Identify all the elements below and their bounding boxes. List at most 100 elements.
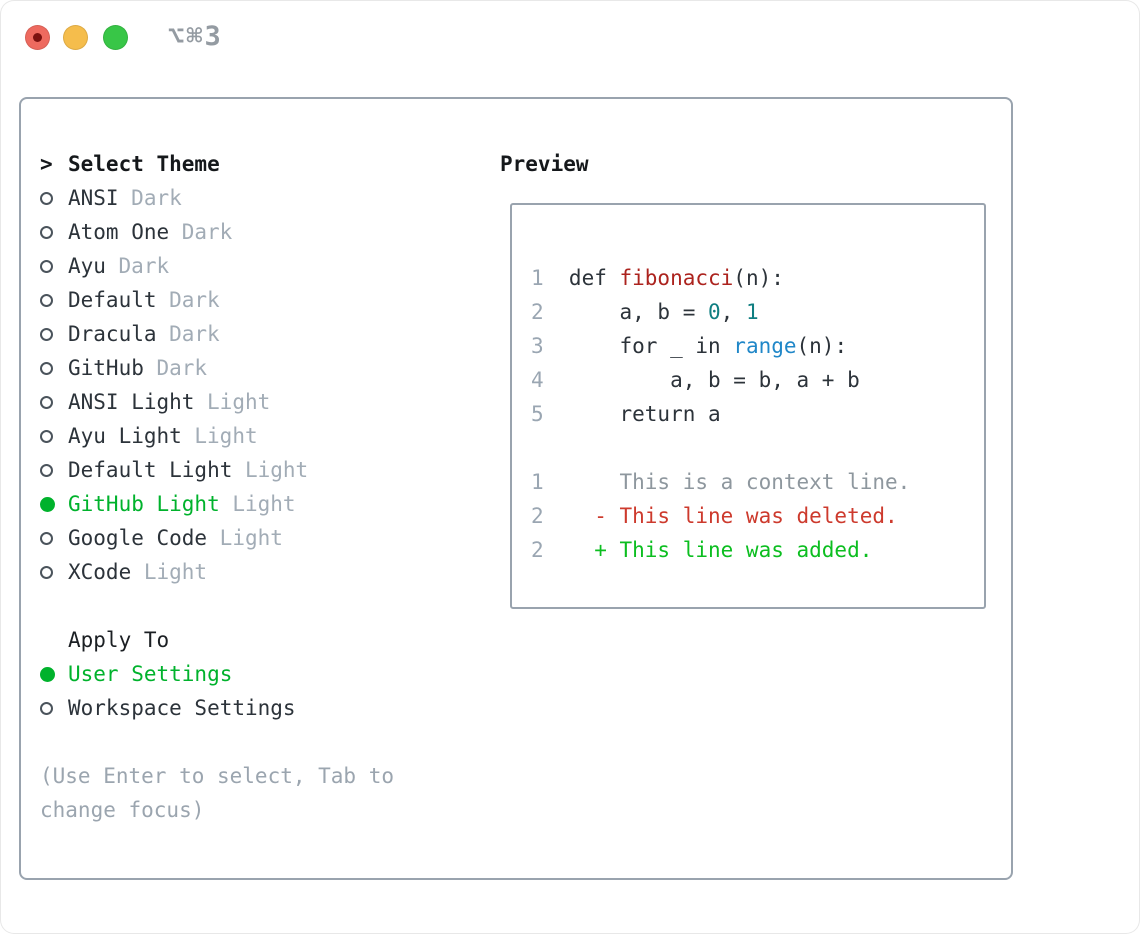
radio-unselected-icon: [40, 701, 53, 715]
spacer: [21, 589, 491, 623]
variant-tag: Light: [219, 526, 283, 550]
preview-title: Preview: [500, 152, 589, 176]
radio-unselected-icon: [40, 531, 53, 545]
variant-tag: Light: [143, 560, 208, 584]
option-label: Workspace Settings: [68, 696, 296, 720]
option-label: Ayu: [68, 254, 106, 278]
code-segment-plain: def: [568, 266, 620, 290]
theme-option-ayu[interactable]: Ayu Dark: [21, 249, 491, 283]
prompt-caret-icon: >: [40, 152, 53, 176]
titlebar: ⌥⌘3: [0, 0, 1140, 97]
zoom-button[interactable]: [103, 25, 128, 50]
code-segment-plain: (n):: [796, 334, 848, 358]
theme-option-default-light[interactable]: Default Light Light: [21, 453, 491, 487]
apply-option-workspace-settings[interactable]: Workspace Settings: [21, 691, 491, 725]
variant-tag: Light: [232, 492, 296, 516]
theme-option-atom-one[interactable]: Atom One Dark: [21, 215, 491, 249]
radio-unselected-icon: [40, 191, 53, 205]
line-number: 1: [531, 470, 544, 494]
variant-tag: Dark: [131, 186, 182, 210]
option-label: GitHub Light: [68, 492, 220, 516]
select-theme-header: > Select Theme: [21, 147, 491, 181]
variant-tag: Dark: [118, 254, 170, 278]
variant-tag: Dark: [169, 322, 220, 346]
line-number: 4: [531, 368, 544, 392]
hint-text: (Use Enter to select, Tab to change focu…: [21, 759, 491, 827]
variant-tag: Dark: [181, 220, 233, 244]
code-segment-ctx: This is a context line.: [568, 470, 911, 494]
code-line: 5 return a: [531, 397, 984, 431]
radio-unselected-icon: [40, 361, 53, 375]
variant-tag: Light: [207, 390, 271, 414]
code-segment-plain: a, b =: [568, 300, 708, 324]
option-label: ANSI Light: [68, 390, 195, 414]
code-segment-num: 1: [745, 300, 759, 324]
option-label: XCode: [68, 560, 132, 584]
code-line: 3 for _ in range(n):: [531, 329, 984, 363]
theme-option-ansi-light[interactable]: ANSI Light Light: [21, 385, 491, 419]
theme-option-dracula[interactable]: Dracula Dark: [21, 317, 491, 351]
select-theme-title: Select Theme: [68, 152, 220, 176]
line-number: 2: [531, 538, 544, 562]
code-line: 4 a, b = b, a + b: [531, 363, 984, 397]
option-label: User Settings: [68, 662, 233, 686]
line-number: 1: [531, 266, 544, 290]
minimize-button[interactable]: [63, 25, 88, 50]
radio-unselected-icon: [40, 429, 53, 443]
code-line: 1 def fibonacci(n):: [531, 261, 984, 295]
radio-unselected-icon: [40, 225, 53, 239]
variant-tag: Dark: [156, 356, 208, 380]
window-shortcut-label: ⌥⌘3: [168, 21, 223, 52]
variant-tag: Light: [194, 424, 258, 448]
radio-unselected-icon: [40, 259, 53, 273]
theme-option-xcode[interactable]: XCode Light: [21, 555, 491, 589]
option-label: ANSI: [68, 186, 119, 210]
theme-option-ansi[interactable]: ANSI Dark: [21, 181, 491, 215]
apply-option-user-settings[interactable]: User Settings: [21, 657, 491, 691]
apply-to-title: Apply To: [68, 628, 170, 652]
option-label: Dracula: [68, 322, 157, 346]
option-label: Default: [68, 288, 157, 312]
diff-line: 1 This is a context line.: [531, 465, 984, 499]
option-label: Atom One: [68, 220, 170, 244]
spacer: [21, 725, 491, 759]
line-number: 3: [531, 334, 544, 358]
line-number: 2: [531, 300, 544, 324]
close-button[interactable]: [25, 25, 50, 50]
variant-tag: Light: [244, 458, 309, 482]
diff-sample: 1 This is a context line.2 - This line w…: [531, 465, 984, 567]
radio-selected-icon: [40, 666, 55, 682]
code-segment-add: + This line was added.: [568, 538, 873, 562]
diff-line: 2 + This line was added.: [531, 533, 984, 567]
radio-unselected-icon: [40, 395, 53, 409]
diff-line: 2 - This line was deleted.: [531, 499, 984, 533]
code-line: 2 a, b = 0, 1: [531, 295, 984, 329]
line-number: 2: [531, 504, 544, 528]
radio-unselected-icon: [40, 565, 53, 579]
code-segment-plain: ,: [720, 300, 746, 324]
code-segment-del: - This line was deleted.: [568, 504, 898, 528]
code-segment-plain: (n):: [733, 266, 784, 290]
code-segment-plain: return a: [568, 402, 721, 426]
theme-option-google-code[interactable]: Google Code Light: [21, 521, 491, 555]
code-segment-builtin: range: [733, 334, 797, 358]
option-label: Ayu Light: [68, 424, 182, 448]
hint-line-2: change focus): [40, 798, 205, 822]
hint-line-1: (Use Enter to select, Tab to: [40, 764, 395, 788]
option-label: Default Light: [68, 458, 233, 482]
spacer: [531, 431, 984, 465]
radio-selected-icon: [40, 496, 55, 512]
theme-option-github-light[interactable]: GitHub Light Light: [21, 487, 491, 521]
code-segment-plain: a, b = b, a + b: [568, 368, 860, 392]
theme-option-ayu-light[interactable]: Ayu Light Light: [21, 419, 491, 453]
option-label: Google Code: [68, 526, 208, 550]
code-segment-fn: fibonacci: [619, 266, 734, 290]
